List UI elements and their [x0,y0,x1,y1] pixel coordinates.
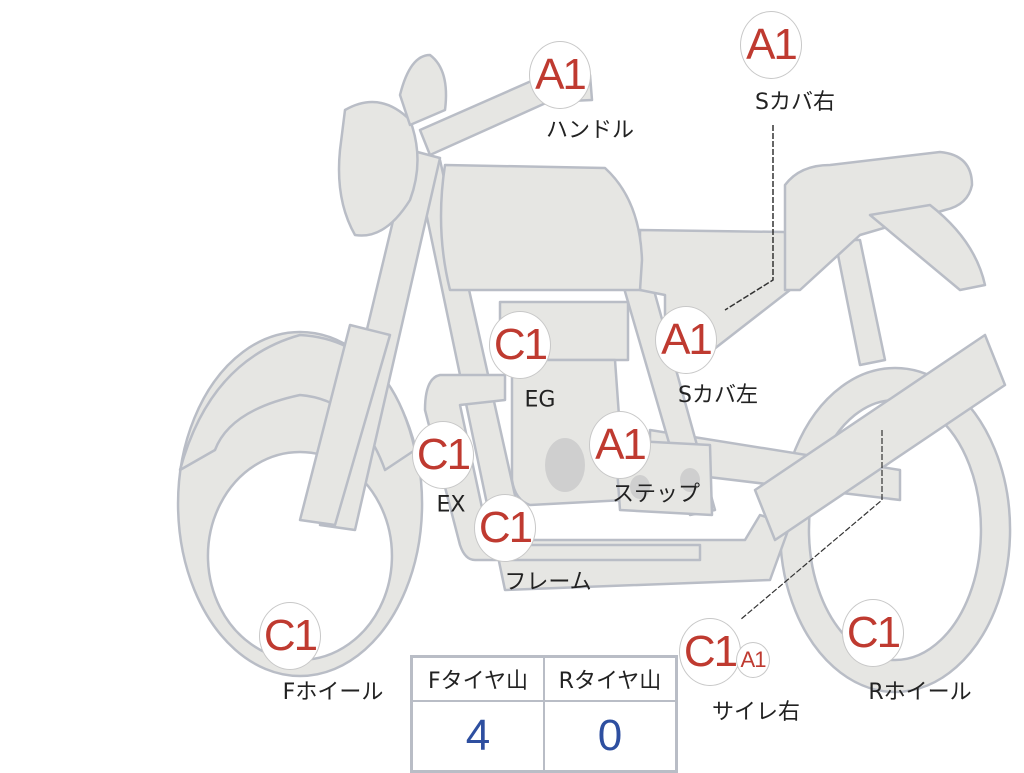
leader-line [739,430,883,621]
rear-shock [833,238,887,367]
grade-badge-side-cover-right: A1 [740,11,802,79]
label-handle: ハンドル [545,118,635,143]
grade-badge-side-cover-left: A1 [655,306,717,374]
fork-cover [298,323,392,527]
grade-badge-frame: C1 [474,494,536,562]
exhaust-pipe [423,373,702,562]
grade-badge-engine: C1 [489,311,551,379]
step-peg [630,475,650,499]
engine-cover [545,438,585,492]
grade-badge-step: A1 [589,411,651,479]
grade-badge-silencer-right: C1 [679,618,741,686]
label-front-wheel: Fホイール [282,680,384,705]
label-silencer-right: サイレ右 [711,700,801,725]
header-front-tire: Fタイヤ山 [410,655,545,702]
meter [398,53,448,127]
step-peg [680,468,700,492]
label-rear-wheel: Rホイール [868,680,972,705]
headlight [337,100,419,237]
tail [868,203,987,292]
value-front-tire: 4 [410,700,545,773]
grade-badge-silencer-right-secondary: A1 [736,642,770,678]
label-exhaust: EX [436,492,466,518]
label-side-cover-right: Sカバ右 [755,90,835,115]
label-frame: フレーム [504,570,592,595]
value-rear-tire: 0 [543,700,678,773]
grade-badge-handle: A1 [529,41,591,109]
muffler [753,333,1007,542]
label-side-cover-left: Sカバ左 [678,383,758,408]
leader-line [724,125,774,311]
grade-badge-front-wheel: C1 [259,602,321,670]
grade-badge-exhaust: C1 [412,421,474,489]
label-step: ステップ [611,482,701,507]
fuel-tank [439,163,644,292]
grade-badge-rear-wheel: C1 [842,599,904,667]
label-engine: EG [524,387,556,413]
tire-tread-table: Fタイヤ山 Rタイヤ山 4 0 [410,655,678,773]
header-rear-tire: Rタイヤ山 [543,655,678,702]
